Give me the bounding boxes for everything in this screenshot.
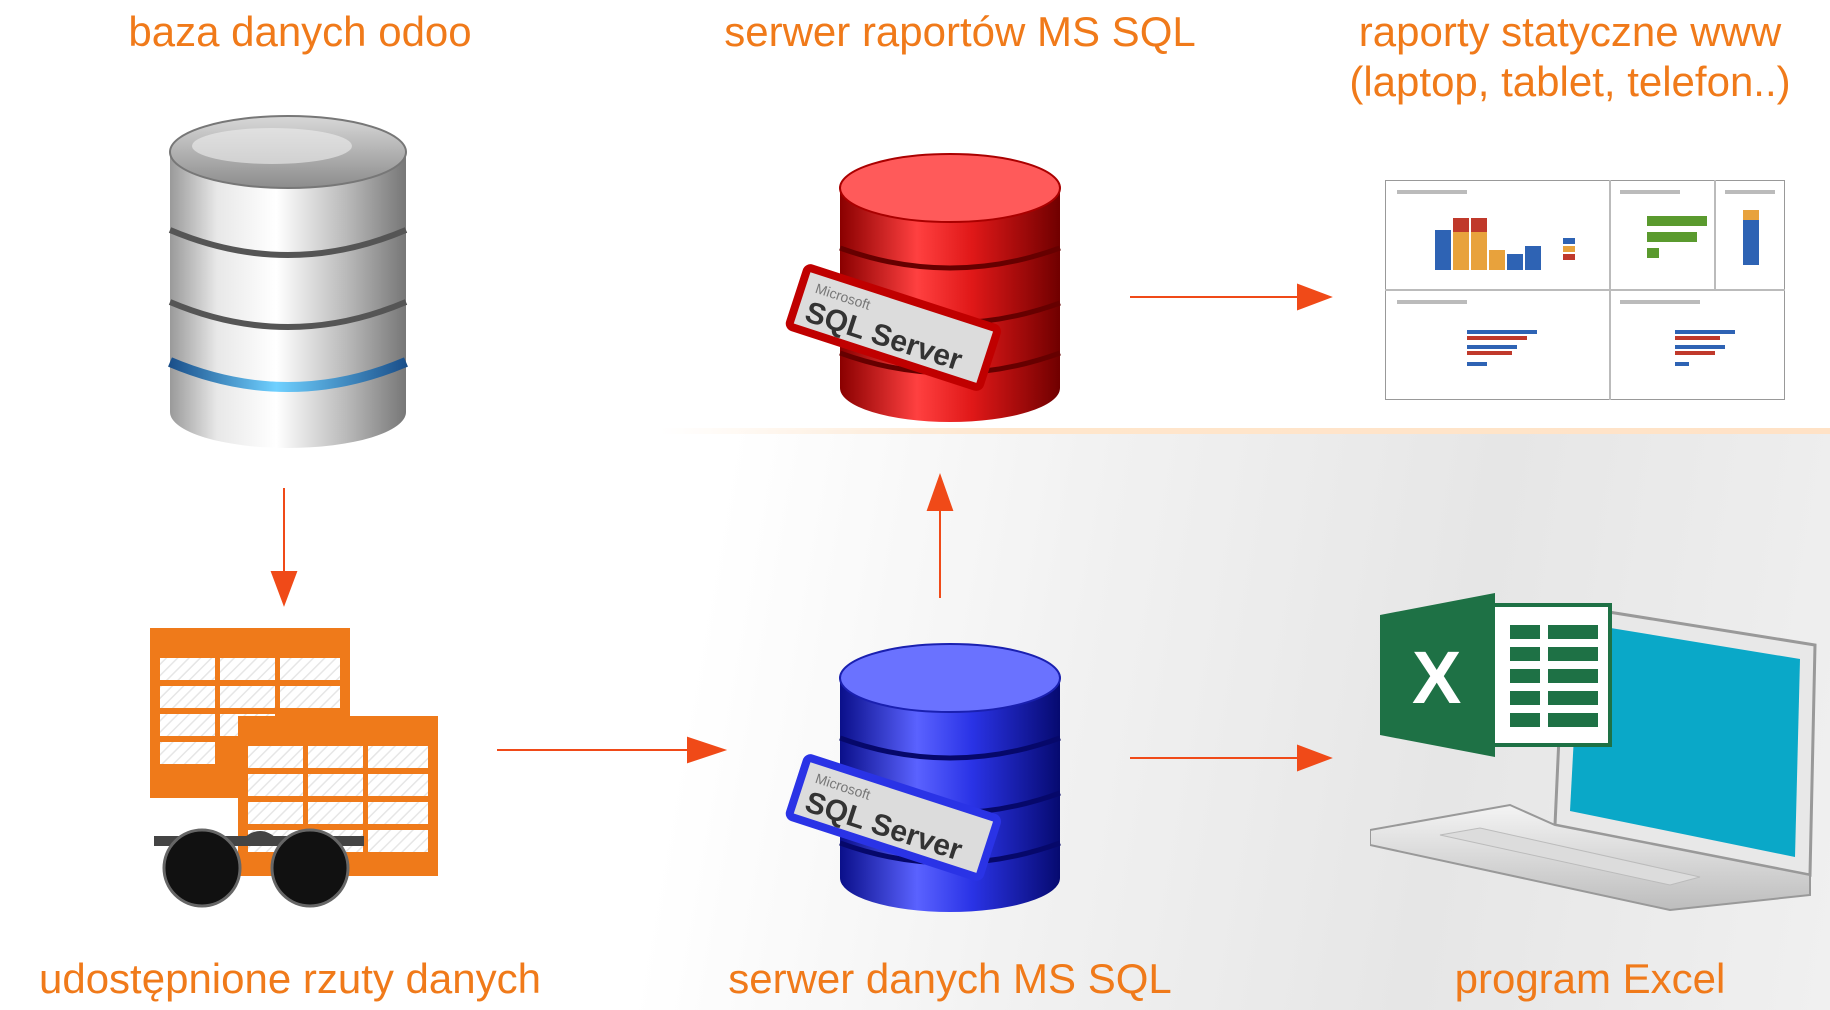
label-shared-views: udostępnione rzuty danych	[38, 955, 541, 1002]
report-preview-icon	[1385, 180, 1785, 400]
label-report-server: serwer raportów MS SQL	[724, 8, 1196, 55]
arrow-down-head	[270, 571, 298, 607]
arrow-up-head	[926, 472, 954, 511]
divider-line	[660, 428, 1830, 434]
arrow-right-head-3	[1297, 744, 1333, 772]
arrow-right-head-2	[1297, 283, 1333, 311]
excel-letter: X	[1412, 636, 1461, 719]
label-excel: program Excel	[1454, 955, 1726, 1002]
label-static-reports-1: raporty statyczne www	[1358, 8, 1782, 55]
excel-laptop-icon: X	[1370, 593, 1817, 912]
label-odoo-db: baza danych odoo	[128, 8, 472, 55]
label-data-server: serwer danych MS SQL	[728, 955, 1172, 1002]
shared-tables-icon	[150, 628, 438, 908]
arrow-right-head-1	[687, 736, 728, 764]
glasses-icon	[154, 828, 364, 908]
label-static-reports-2: (laptop, tablet, telefon..)	[1349, 58, 1791, 105]
sql-server-blue-icon: Microsoft SQL Server	[785, 643, 1061, 912]
database-icon	[168, 115, 408, 448]
sql-server-red-icon: Microsoft SQL Server	[785, 153, 1061, 422]
